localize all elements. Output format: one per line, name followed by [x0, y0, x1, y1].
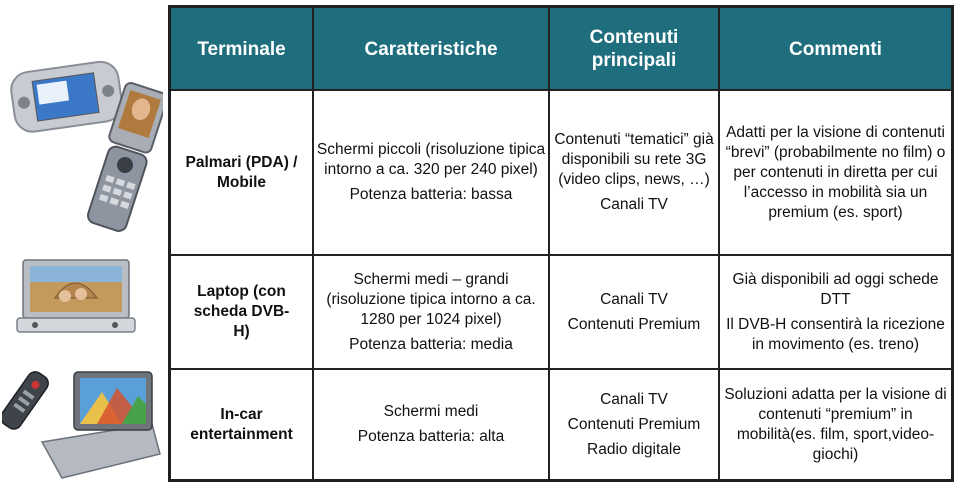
- terminals-table: Terminale Caratteristiche Contenuti prin…: [168, 5, 954, 482]
- terminal-name: In-car entertainment: [190, 405, 293, 443]
- feature-text: Potenza batteria: bassa: [349, 186, 513, 203]
- table-row-terminal: Palmari (PDA) / Mobile: [171, 91, 312, 254]
- feature-text: Schermi medi: [383, 403, 479, 420]
- terminal-name: Laptop (con scheda DVB-H): [193, 283, 290, 340]
- comment-text: Soluzioni adatta per la visione di conte…: [724, 385, 947, 463]
- header-commenti: Commenti: [789, 38, 882, 60]
- column-divider: [312, 8, 314, 479]
- content-text: Contenuti Premium: [567, 315, 701, 333]
- content-text: Canali TV: [600, 290, 668, 308]
- table-row-terminal: In-car entertainment: [171, 370, 312, 479]
- terminal-name: Palmari (PDA) / Mobile: [185, 153, 298, 191]
- content-text: Contenuti “tematici” già disponibili su …: [554, 131, 714, 188]
- laptop-dvd-player-image: [15, 258, 137, 334]
- table-row-comments: Soluzioni adatta per la visione di conte…: [720, 370, 951, 479]
- table-row-contents: Contenuti “tematici” già disponibili su …: [550, 91, 718, 254]
- table-row-comments: Adatti per la visione di contenuti “brev…: [720, 91, 951, 254]
- comment-text: Adatti per la visione di contenuti “brev…: [725, 123, 946, 221]
- column-divider: [718, 8, 720, 479]
- content-text: Radio digitale: [587, 440, 681, 458]
- feature-text: Potenza batteria: alta: [357, 428, 505, 445]
- table-row-comments: Già disponibili ad oggi schede DTT Il DV…: [720, 256, 951, 368]
- header-terminale: Terminale: [197, 38, 286, 60]
- content-text: Contenuti Premium: [567, 415, 701, 433]
- table-row-features: Schermi piccoli (risoluzione tipica into…: [314, 91, 548, 254]
- column-divider: [548, 8, 550, 479]
- table-row-features: Schermi medi Potenza batteria: alta: [314, 370, 548, 479]
- content-text: Canali TV: [600, 196, 668, 213]
- header-contenuti-principali: Contenuti principali: [589, 27, 679, 71]
- row-divider: [171, 254, 951, 256]
- feature-text: Schermi piccoli (risoluzione tipica into…: [316, 141, 546, 178]
- row-divider: [171, 89, 951, 91]
- table-row-terminal: Laptop (con scheda DVB-H): [171, 256, 312, 368]
- row-divider: [171, 368, 951, 370]
- table-row-contents: Canali TV Contenuti Premium Radio digita…: [550, 370, 718, 479]
- table-header: [171, 8, 951, 90]
- feature-text: Schermi medi – grandi (risoluzione tipic…: [326, 270, 536, 328]
- header-caratteristiche: Caratteristiche: [364, 38, 498, 60]
- feature-text: Potenza batteria: media: [349, 335, 513, 353]
- comment-text: Il DVB-H consentirà la ricezione in movi…: [726, 315, 945, 353]
- table-row-features: Schermi medi – grandi (risoluzione tipic…: [314, 256, 548, 368]
- comment-text: Già disponibili ad oggi schede DTT: [732, 270, 939, 308]
- content-text: Canali TV: [600, 390, 668, 408]
- table-row-contents: Canali TV Contenuti Premium: [550, 256, 718, 368]
- mobile-phones-image: [5, 55, 169, 245]
- in-car-entertainment-image: [0, 362, 162, 480]
